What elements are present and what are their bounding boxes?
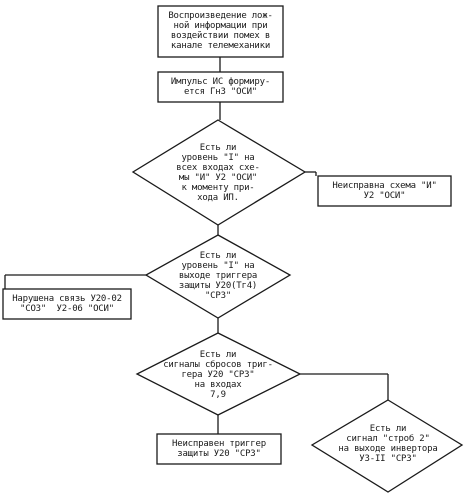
fault-box-1-shape [317, 175, 452, 207]
decision-2-label: Есть ли уровень "I" на выходе триггера з… [178, 251, 258, 301]
decision-3-label: Есть ли сигналы сбросов триг- гера У20 "… [163, 350, 273, 400]
start-box-label: Воспроизведение лож- ной информации при … [168, 11, 273, 51]
decision-4-label: Есть ли сигнал "строб 2" на выходе инвер… [338, 424, 438, 464]
fault-box-1-label: Неисправна схема "И" У2 "ОСИ" [332, 181, 437, 201]
fault-box-3-label: Неисправен триггер защиты У20 "СРЗ" [172, 439, 266, 459]
decision-4-shape [310, 399, 464, 493]
fault-box-2-shape [2, 288, 132, 320]
decision-1-label: Есть ли уровень "I" на всех входах схе- … [176, 143, 260, 203]
fault-box-2-label: Нарушена связь У20-02 "СОЗ" У2-06 "ОСИ" [12, 294, 122, 314]
impulse-box-label: Импульс ИС формиру- ется Гн3 "ОСИ" [170, 77, 271, 97]
fault-box-3-shape [156, 433, 282, 465]
